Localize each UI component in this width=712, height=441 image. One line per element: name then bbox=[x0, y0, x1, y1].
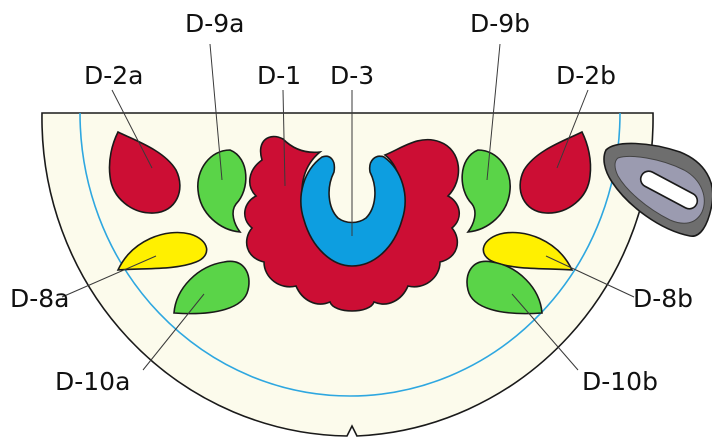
piece-d2b-teardrop bbox=[519, 130, 592, 214]
piece-d10a-leaf bbox=[173, 260, 250, 315]
leader-lines bbox=[61, 43, 635, 371]
label-d10a: D-10a bbox=[55, 367, 130, 396]
label-d2b: D-2b bbox=[556, 61, 616, 90]
label-d8b: D-8b bbox=[633, 284, 693, 313]
grip-slot bbox=[639, 170, 699, 210]
label-d9a: D-9a bbox=[185, 9, 245, 38]
label-d9b: D-9b bbox=[470, 9, 530, 38]
piece-d8b-petal bbox=[482, 231, 574, 271]
label-d8a: D-8a bbox=[10, 284, 70, 313]
piece-d3-horseshoe bbox=[300, 155, 406, 267]
label-d3: D-3 bbox=[330, 61, 374, 90]
piece-d9b-leaf bbox=[461, 149, 511, 233]
piece-d9a-leaf bbox=[197, 149, 247, 233]
piece-d8a-petal bbox=[116, 231, 208, 271]
piece-d2a-teardrop bbox=[108, 130, 181, 214]
seam-line bbox=[79, 112, 621, 397]
label-d10b: D-10b bbox=[582, 367, 658, 396]
label-d2a: D-2a bbox=[84, 61, 144, 90]
piece-labels: D-2a D-9a D-1 D-3 D-9b D-2b D-8a D-8b D-… bbox=[10, 9, 693, 396]
label-d1: D-1 bbox=[257, 61, 301, 90]
iron-grip-tool bbox=[603, 142, 712, 237]
piece-d10b-leaf bbox=[466, 260, 543, 315]
